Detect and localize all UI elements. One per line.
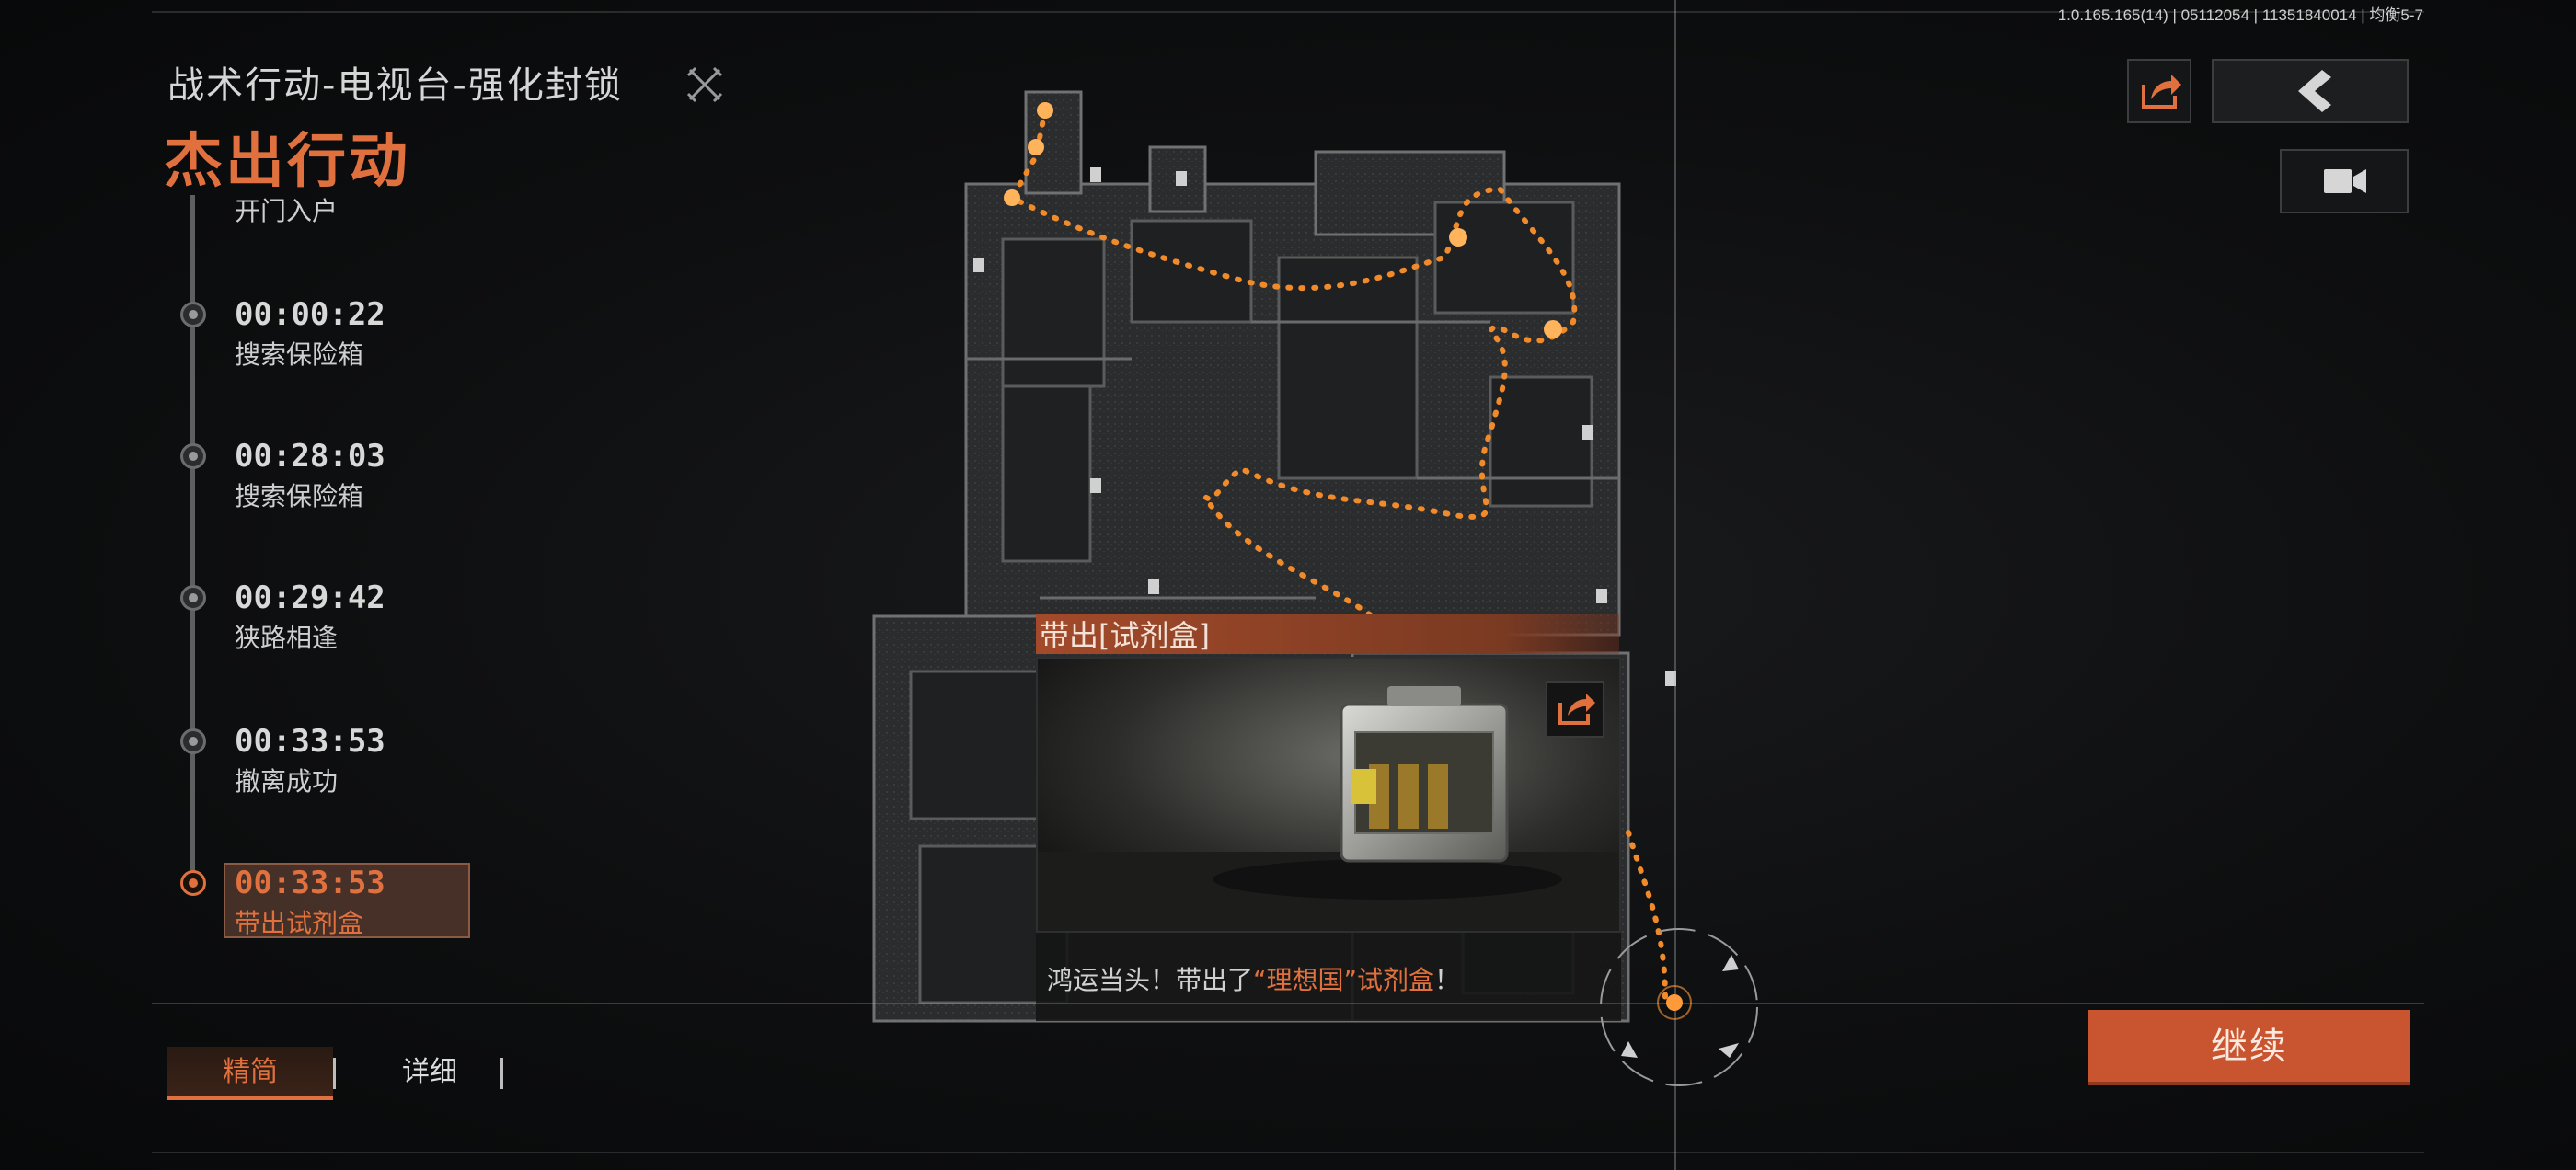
caption-suffix: ！	[1434, 965, 1461, 995]
timeline-line	[190, 195, 195, 894]
timeline-dot[interactable]	[180, 302, 206, 327]
tab-divider	[500, 1058, 503, 1089]
timeline-dot[interactable]	[180, 728, 206, 754]
timeline-time: 00:28:03	[235, 438, 385, 475]
timeline-label: 搜索保险箱	[235, 481, 364, 511]
timeline-dot[interactable]	[180, 585, 206, 611]
crossed-swords-icon	[686, 66, 723, 103]
timeline-time-active: 00:33:53	[235, 865, 385, 901]
timeline-time: 00:29:42	[235, 579, 385, 616]
caption-prefix: 鸿运当头！带出了	[1047, 965, 1254, 995]
event-caption-bar	[1036, 933, 1621, 1021]
tab-divider	[333, 1058, 336, 1089]
replay-video-button[interactable]	[2280, 149, 2409, 213]
timeline-active-highlight[interactable]	[224, 863, 470, 938]
back-button[interactable]	[2212, 59, 2409, 123]
event-image[interactable]	[1036, 657, 1621, 933]
frame-line-top	[152, 11, 2424, 13]
timeline-label-active: 带出试剂盒	[235, 908, 364, 938]
share-icon	[1558, 694, 1595, 725]
timeline-label: 搜索保险箱	[235, 339, 364, 370]
continue-button[interactable]: 继续	[2088, 1010, 2410, 1085]
crosshair-horizontal	[152, 1003, 2424, 1004]
share-icon	[2142, 75, 2181, 109]
card-share-button[interactable]	[1546, 681, 1604, 738]
timeline-label: 撤离成功	[235, 766, 339, 797]
event-title: 带出[试剂盒]	[1040, 618, 1210, 653]
rating-title: 杰出行动	[164, 128, 410, 196]
mode-title: 战术行动-电视台-强化封锁	[167, 64, 623, 107]
reagent-box-illustration	[1038, 659, 1619, 931]
tab-simple[interactable]: 精简	[167, 1047, 333, 1100]
tab-detail[interactable]: 详细	[402, 1056, 457, 1088]
compass-icon	[1600, 928, 1758, 1086]
chevron-left-icon	[2298, 70, 2331, 112]
frame-line-bottom	[152, 1152, 2424, 1153]
timeline-label: 狭路相逢	[235, 623, 339, 653]
event-caption: 鸿运当头！带出了“理想国”试剂盒！	[1047, 960, 1460, 997]
event-banner	[1036, 614, 1619, 654]
caption-highlight: “理想国”试剂盒	[1253, 965, 1435, 995]
timeline-label: 开门入户	[235, 196, 339, 226]
crosshair-vertical	[1674, 0, 1676, 1170]
video-camera-icon	[2324, 169, 2366, 193]
timeline-time: 00:00:22	[235, 296, 385, 333]
timeline-dot[interactable]	[180, 443, 206, 469]
timeline-time: 00:33:53	[235, 723, 385, 760]
version-info: 1.0.165.165(14) | 05112054 | 11351840014…	[2057, 6, 2423, 24]
share-button[interactable]	[2127, 59, 2191, 123]
timeline-dot-active[interactable]	[180, 870, 206, 896]
